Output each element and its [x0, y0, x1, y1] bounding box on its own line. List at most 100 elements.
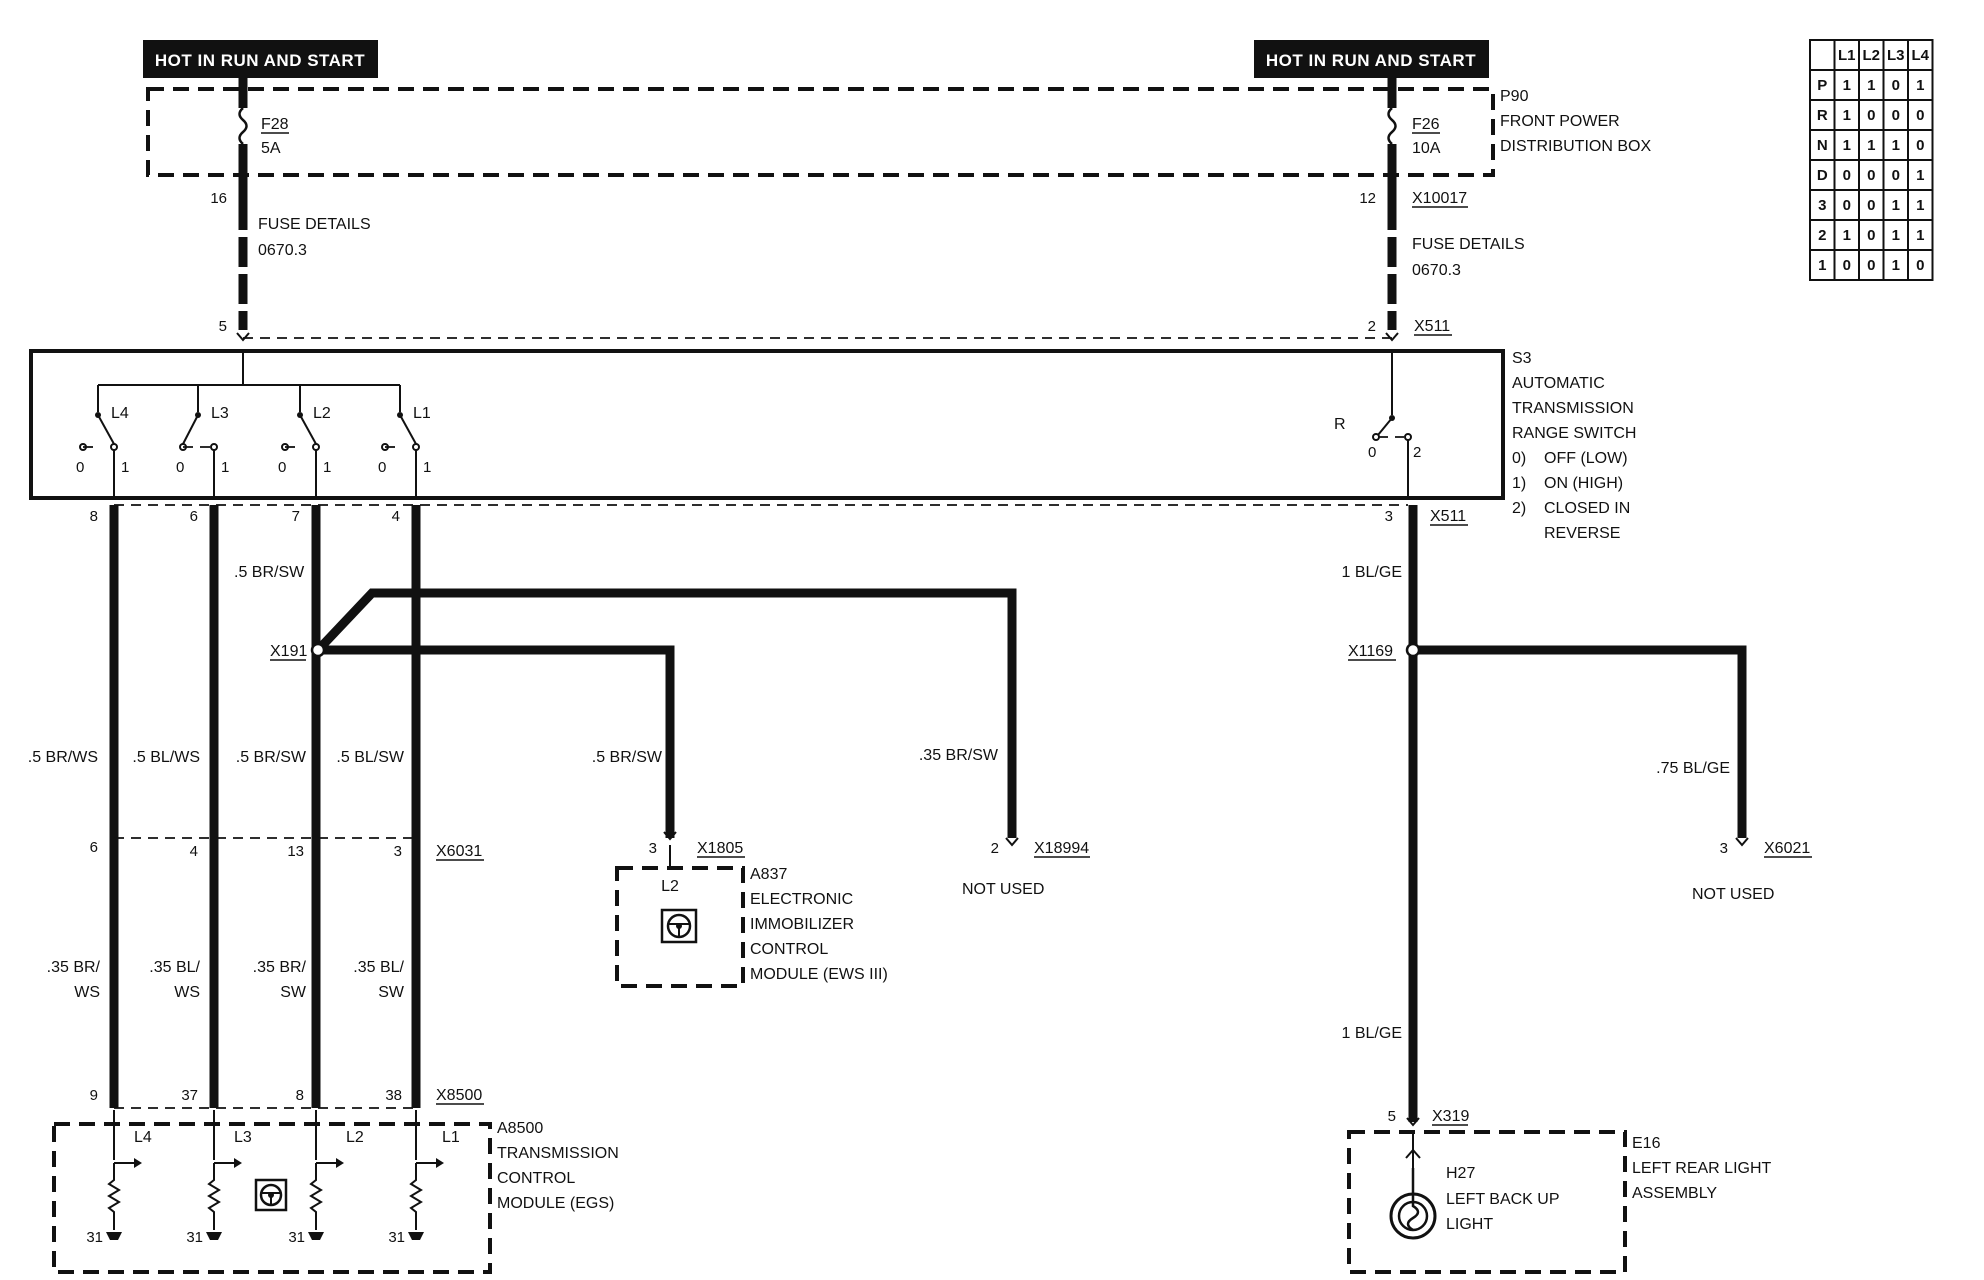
- switch-out-pin-l4: 8: [90, 508, 98, 525]
- range-switch-name-2: TRANSMISSION: [1512, 400, 1634, 417]
- wire-reverse-branch: [1417, 645, 1747, 838]
- truth-table-value: 1: [1843, 137, 1851, 154]
- immobilizer-steering-wheel-icon: [660, 908, 698, 944]
- wire-l4-label: .5 BR/WS: [28, 749, 98, 766]
- pin-chevron-left: [236, 332, 250, 342]
- truth-table-cell-border: [1858, 99, 1885, 131]
- tcm-name-2: CONTROL: [497, 1170, 575, 1187]
- truth-table-value: 0: [1867, 197, 1875, 214]
- wire-l3-lower-label-1: .35 BL/: [149, 959, 200, 976]
- switch-contact-l3-name: L3: [211, 405, 229, 422]
- wire-reverse-branch-label: .75 BL/GE: [1656, 760, 1730, 777]
- range-switch-name-1: AUTOMATIC: [1512, 375, 1605, 392]
- truth-table-cell-border: [1907, 39, 1934, 71]
- pin-chevron-right: [1385, 332, 1399, 342]
- x6021-note: NOT USED: [1692, 886, 1774, 903]
- x6031-pin-3: 13: [287, 843, 304, 860]
- truth-table-gear: D: [1817, 167, 1828, 184]
- truth-table-value: 1: [1892, 227, 1900, 244]
- truth-table-value: 0: [1867, 167, 1875, 184]
- bulb-id: H27: [1446, 1165, 1475, 1182]
- tcm-input-l3: L3: [234, 1129, 252, 1146]
- fuse-f26-icon: [1387, 107, 1397, 145]
- wire-l3-label: .5 BL/WS: [132, 749, 200, 766]
- wire-reverse-lower-label: 1 BL/GE: [1342, 1025, 1402, 1042]
- tcm-ground-1: 31: [86, 1229, 103, 1246]
- connector-x8500: X8500: [436, 1087, 482, 1104]
- switch-contact-l4-name: L4: [111, 405, 129, 422]
- tcm-input-l2: L2: [346, 1129, 364, 1146]
- connector-x18994: X18994: [1034, 840, 1089, 857]
- truth-table-header: L4: [1911, 47, 1929, 64]
- immobilizer-id: A837: [750, 866, 787, 883]
- fuse-f28-icon: [238, 107, 248, 145]
- truth-table-value: 0: [1916, 257, 1924, 274]
- switch-out-pin-l1: 4: [392, 508, 400, 525]
- tcm-input-circuit-l4: [106, 1110, 142, 1240]
- rear-light-outline: [1347, 1130, 1627, 1274]
- truth-table-value: 0: [1843, 257, 1851, 274]
- truth-table-value: 0: [1843, 167, 1851, 184]
- truth-table-value: 1: [1916, 77, 1924, 94]
- fuse-box-name-2: DISTRIBUTION BOX: [1500, 138, 1651, 155]
- fuse-f26-label: F26: [1412, 116, 1440, 133]
- truth-table-gear: R: [1817, 107, 1828, 124]
- x6031-pin-1: 6: [90, 839, 98, 856]
- connector-x511-top: X511: [1414, 318, 1450, 335]
- x6021-pin-chevron: [1735, 837, 1749, 847]
- splice-x1169-dot: [1405, 642, 1421, 658]
- x1805-pin-chevron: [663, 831, 677, 841]
- power-label-left: HOT IN RUN AND START: [155, 51, 365, 70]
- tcm-input-circuit-l3: [206, 1110, 242, 1240]
- truth-table-header: L1: [1838, 47, 1856, 64]
- x18994-pin-chevron: [1005, 837, 1019, 847]
- x8500-pin-2: 37: [181, 1087, 198, 1104]
- wire-l2-label: .5 BR/SW: [236, 749, 307, 766]
- x1805-pin: 3: [649, 840, 657, 857]
- wire-to-x18994: [316, 588, 1017, 838]
- fuse-box-outline: [146, 87, 1495, 177]
- wire-reverse-upper-label: 1 BL/GE: [1342, 564, 1402, 581]
- immobilizer-name-2: IMMOBILIZER: [750, 916, 854, 933]
- connector-x511-bottom: X511: [1430, 508, 1466, 525]
- range-switch-outline: [29, 349, 1505, 500]
- wire-l2-lower-label-1: .35 BR/: [253, 959, 307, 976]
- switch-contact-l2-on: 1: [323, 459, 331, 476]
- truth-table-cell-border: [1858, 39, 1885, 71]
- switch-legend-1-t: ON (HIGH): [1544, 475, 1623, 492]
- switch-contact-l4-on: 1: [121, 459, 129, 476]
- immobilizer-name-4: MODULE (EWS III): [750, 966, 888, 983]
- switch-contact-l3-off: 0: [176, 459, 184, 476]
- truth-table-value: 0: [1867, 257, 1875, 274]
- fuse-details-left-1: FUSE DETAILS: [258, 216, 371, 233]
- truth-table-cell-border: [1907, 129, 1934, 161]
- rear-light-name-2: ASSEMBLY: [1632, 1185, 1717, 1202]
- connector-x6021: X6021: [1764, 840, 1810, 857]
- fuse-box-name-1: FRONT POWER: [1500, 113, 1620, 130]
- truth-table-gear: 2: [1818, 227, 1826, 244]
- switch-contact-r-name: R: [1334, 416, 1346, 433]
- switch-contact-l4: [79, 385, 118, 498]
- wire-immobilizer-label: .5 BR/SW: [592, 749, 663, 766]
- truth-table-cell-border: [1907, 159, 1934, 191]
- truth-table-gear: 3: [1818, 197, 1826, 214]
- truth-table-value: 0: [1892, 107, 1900, 124]
- switch-legend-0-t: OFF (LOW): [1544, 450, 1628, 467]
- tcm-input-circuit-l1: [408, 1110, 444, 1240]
- tcm-ground-4: 31: [388, 1229, 405, 1246]
- switch-legend-0-n: 0): [1512, 450, 1526, 467]
- truth-table-value: 1: [1916, 227, 1924, 244]
- splice-x1169-label: X1169: [1348, 643, 1393, 660]
- x6031-pin-4: 3: [394, 843, 402, 860]
- range-switch-id: S3: [1512, 350, 1532, 367]
- truth-table-value: 1: [1843, 227, 1851, 244]
- fuse-right-pin: 12: [1359, 190, 1376, 207]
- bulb-icon: [1389, 1130, 1437, 1240]
- truth-table-value: 0: [1892, 77, 1900, 94]
- switch-contact-reverse: [1372, 351, 1412, 498]
- truth-table-value: 1: [1892, 257, 1900, 274]
- switch-legend-3-t: REVERSE: [1544, 525, 1620, 542]
- truth-table-value: 1: [1843, 77, 1851, 94]
- immobilizer-inner-label: L2: [661, 878, 679, 895]
- fuse-details-right-1: FUSE DETAILS: [1412, 236, 1525, 253]
